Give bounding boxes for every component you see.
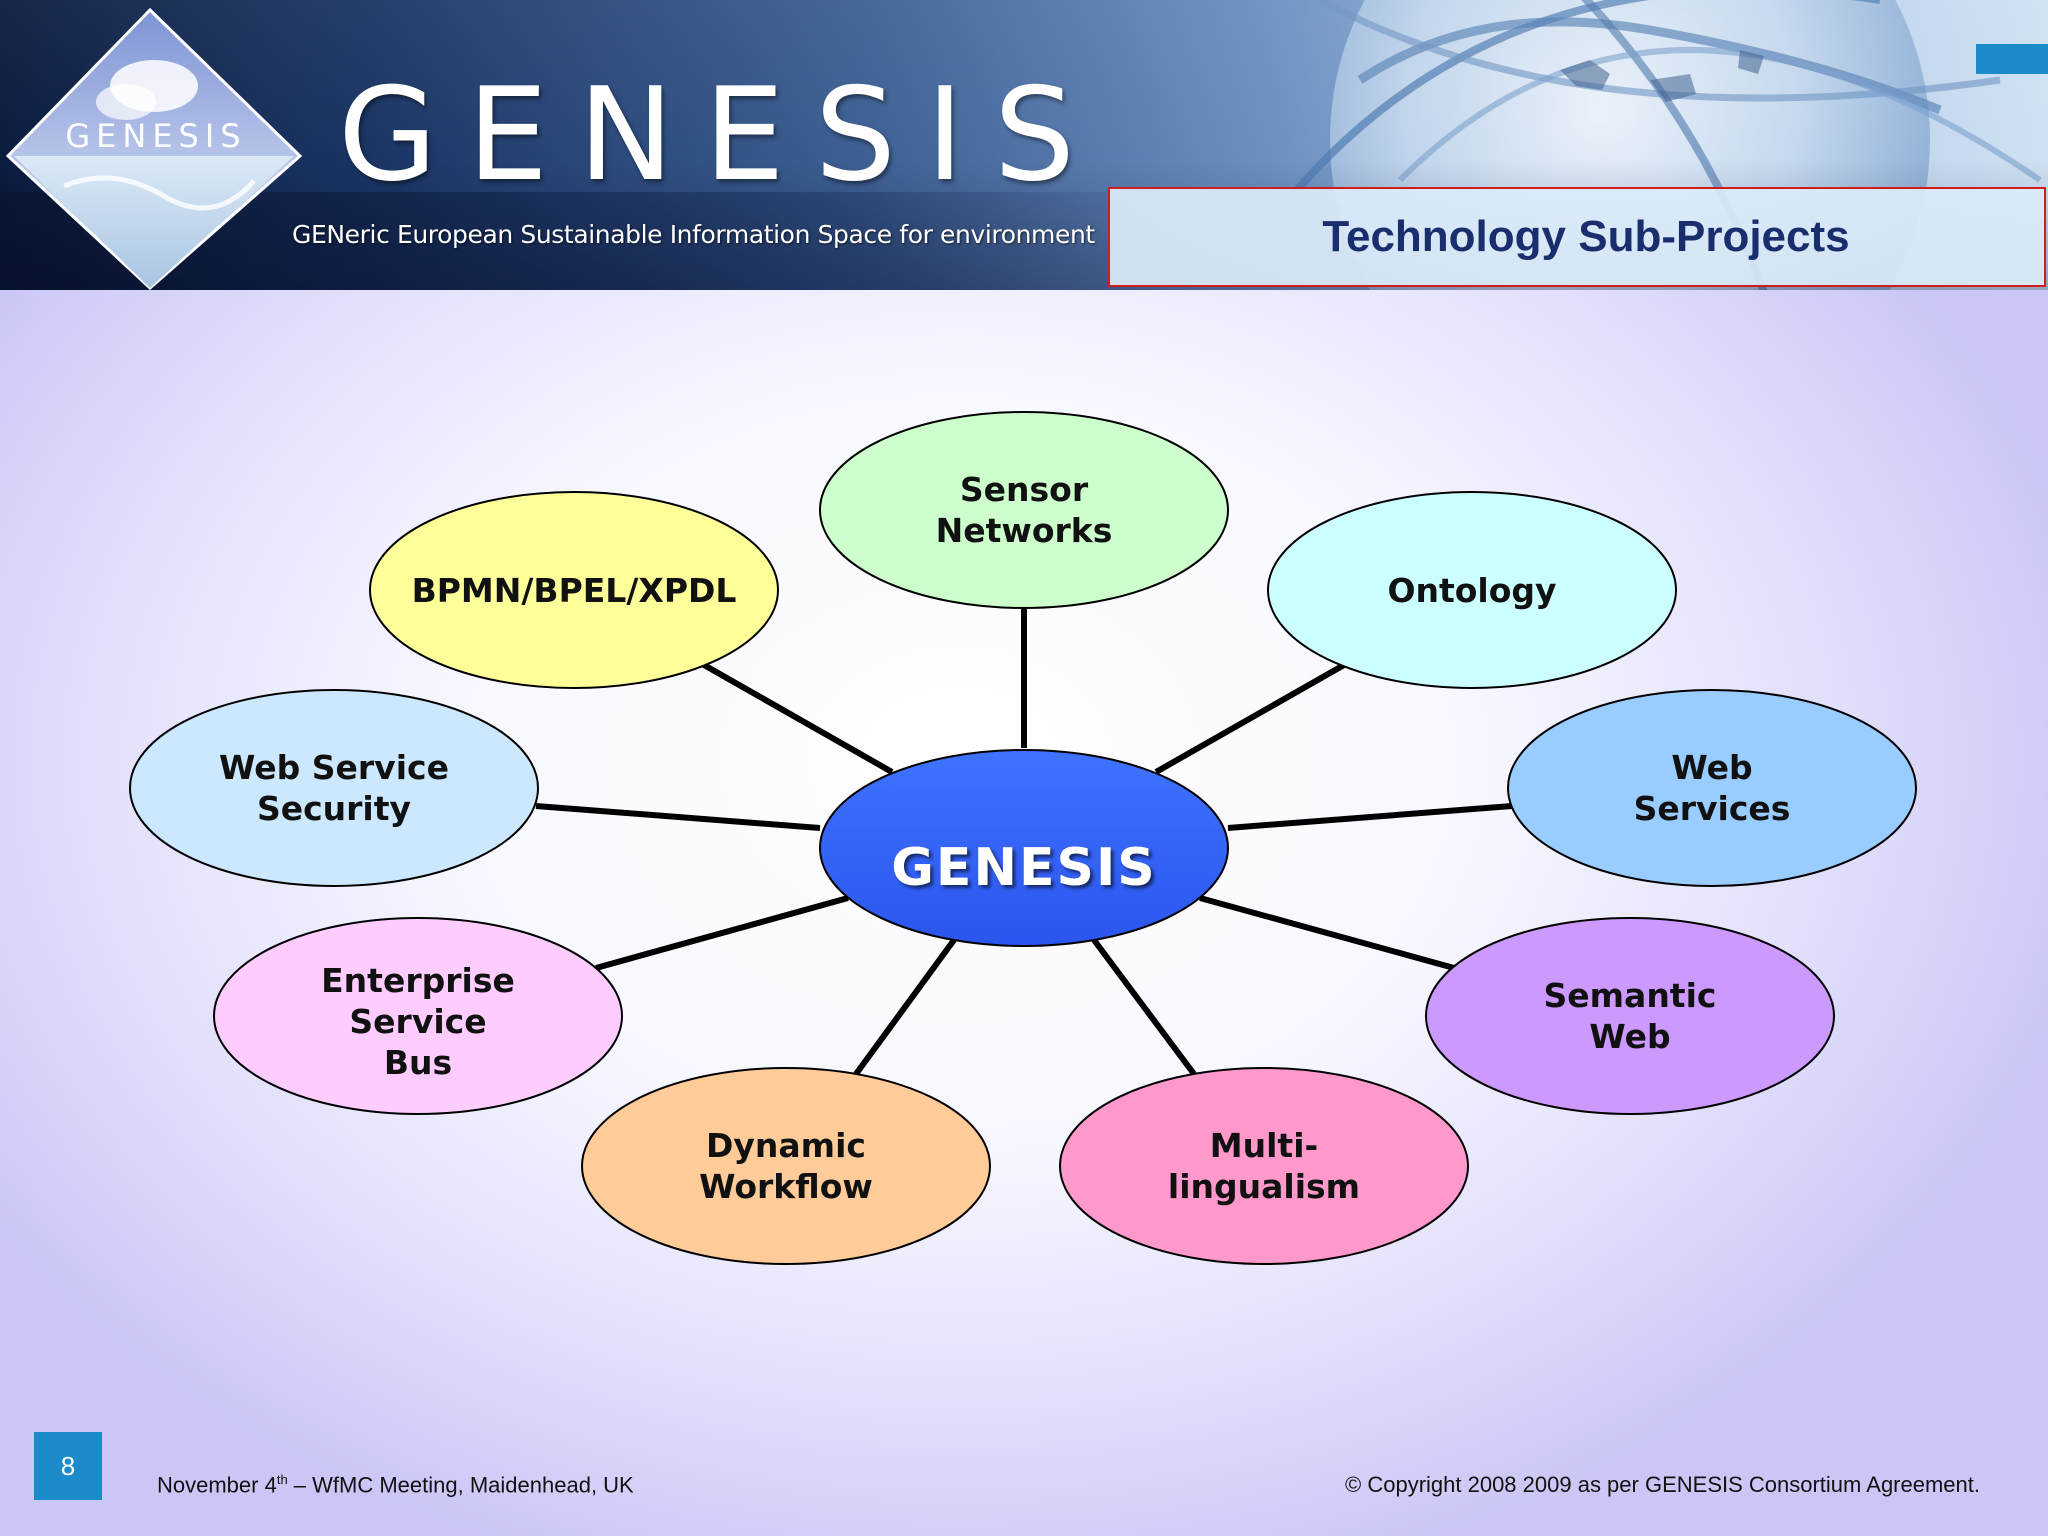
corner-tab: [1976, 44, 2048, 74]
node-center: [819, 749, 1229, 947]
center-label: GENESIS: [891, 838, 1157, 898]
footer-event-suffix: – WfMC Meeting, Maidenhead, UK: [287, 1472, 634, 1498]
node-semantic-web: [1425, 917, 1835, 1115]
slide-title: Technology Sub-Projects: [1322, 212, 1850, 261]
connector-semantic-web: [1199, 895, 1455, 971]
footer-event-prefix: November 4: [157, 1472, 277, 1498]
connector-bpmn-bpel-xpdl: [702, 662, 894, 775]
footer-copyright: © Copyright 2008 2009 as per GENESIS Con…: [1345, 1472, 1980, 1497]
label-ontology: Ontology: [1387, 570, 1557, 610]
label-semantic-web: Semantic Web: [1543, 976, 1717, 1056]
node-web-services: [1507, 689, 1917, 887]
label-dynamic-workflow: Dynamic Workflow: [699, 1126, 873, 1206]
tagline: GENeric European Sustainable Information…: [292, 220, 1095, 249]
connectors: [535, 608, 1513, 1076]
node-sensor-networks: [819, 411, 1229, 609]
node-bpmn-bpel-xpdl: [369, 491, 779, 689]
node-enterprise-service-bus: [213, 917, 623, 1115]
node-ontology: [1267, 491, 1677, 689]
label-web-service-security: Web Service Security: [219, 748, 449, 828]
node-multilingualism: [1059, 1067, 1469, 1265]
connector-enterprise-service-bus: [595, 895, 849, 971]
page-number-badge: 8: [34, 1432, 102, 1500]
connector-dynamic-workflow: [853, 938, 957, 1076]
node-dynamic-workflow: [581, 1067, 991, 1265]
logo-text: GENESIS: [65, 117, 246, 155]
connector-web-services: [1227, 803, 1513, 831]
connector-multilingualism: [1091, 938, 1197, 1076]
brand-title: GENESIS: [338, 61, 1105, 210]
label-web-services: Web Services: [1633, 748, 1791, 828]
genesis-logo: GENESIS: [5, 7, 303, 290]
header-banner: GENESIS GENESIS GENeric European Sustain…: [0, 0, 2048, 290]
footer-event: November 4th – WfMC Meeting, Maidenhead,…: [157, 1472, 634, 1498]
footer-event-sup: th: [276, 1472, 288, 1487]
node-web-service-security: [129, 689, 539, 887]
connector-ontology: [1154, 662, 1346, 775]
page-number: 8: [60, 1450, 76, 1481]
label-sensor-networks: Sensor Networks: [935, 470, 1113, 550]
connector-web-service-security: [535, 803, 821, 831]
slide-title-box: Technology Sub-Projects: [1108, 187, 2046, 287]
label-bpmn-bpel-xpdl: BPMN/BPEL/XPDL: [411, 570, 737, 610]
label-multilingualism: Multi- lingualism: [1167, 1126, 1361, 1206]
label-enterprise-service-bus: Enterprise Service Bus: [321, 960, 515, 1082]
